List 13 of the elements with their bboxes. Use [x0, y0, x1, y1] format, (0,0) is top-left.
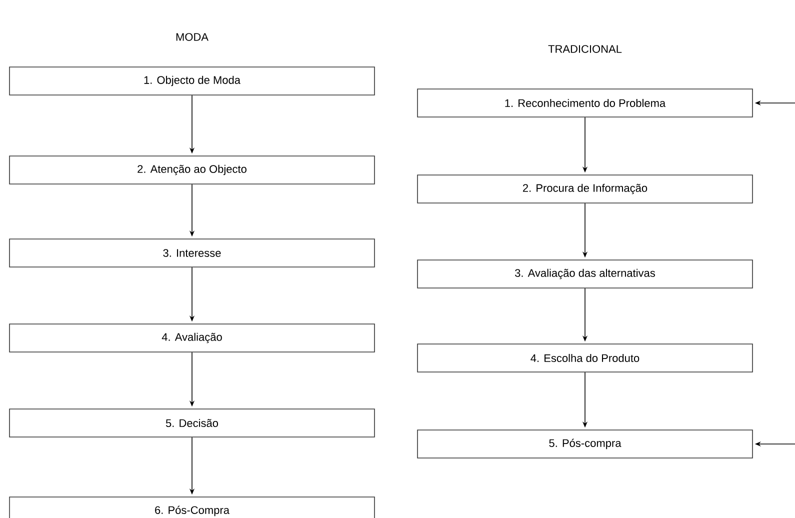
process-box: 6. Pós-Compra	[9, 496, 375, 518]
process-box: 5. Pós-compra	[417, 430, 753, 458]
process-box: 2. Procura de Informação	[417, 174, 753, 204]
column-heading: MODA	[176, 33, 208, 41]
process-box: 1. Reconhecimento do Problema	[417, 88, 753, 118]
column-heading: TRADICIONAL	[548, 45, 622, 53]
process-box: 1. Objecto de Moda	[9, 66, 375, 96]
process-box: 3. Interesse	[9, 238, 375, 268]
process-box: 4. Avaliação	[9, 324, 375, 352]
process-box: 4. Escolha do Produto	[417, 344, 753, 372]
process-box: 5. Decisão	[9, 408, 375, 438]
process-box: 2. Atenção ao Objecto	[9, 156, 375, 184]
process-box: 3. Avaliação das alternativas	[417, 260, 753, 288]
